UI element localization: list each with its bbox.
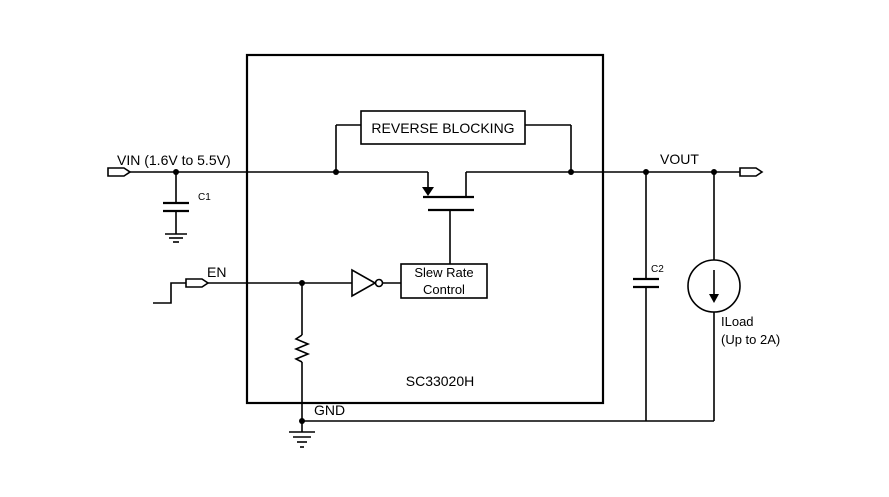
slew-rate-label-line1: Slew Rate — [414, 265, 473, 280]
en-port — [185, 278, 352, 288]
vout-rail — [571, 167, 764, 177]
c1-ground-icon — [165, 233, 187, 243]
c1-label: C1 — [198, 192, 211, 203]
iload-label-line2: (Up to 2A) — [721, 332, 780, 347]
vin-port — [107, 167, 336, 177]
c2-capacitor — [633, 172, 659, 421]
pass-mosfet — [336, 171, 571, 264]
slew-rate-label-line2: Control — [423, 282, 465, 297]
c1-capacitor — [163, 169, 189, 234]
en-pulse-icon — [153, 282, 186, 304]
gnd-label: GND — [314, 402, 345, 418]
reverse-blocking-block — [360, 110, 526, 145]
slew-rate-control-block — [400, 263, 488, 299]
vin-label: VIN (1.6V to 5.5V) — [117, 152, 231, 168]
en-label: EN — [207, 264, 226, 280]
c2-label: C2 — [651, 264, 664, 275]
reverse-blocking-label: REVERSE BLOCKING — [371, 120, 514, 136]
ic-package — [245, 53, 605, 405]
inverter-gate — [351, 268, 401, 298]
iload-current-source — [687, 172, 741, 421]
gnd-ground-icon — [289, 431, 315, 448]
vout-label: VOUT — [660, 151, 699, 167]
pulldown-resistor — [293, 280, 311, 432]
chip-label: SC33020H — [406, 373, 475, 389]
iload-label-line1: ILoad — [721, 314, 754, 329]
